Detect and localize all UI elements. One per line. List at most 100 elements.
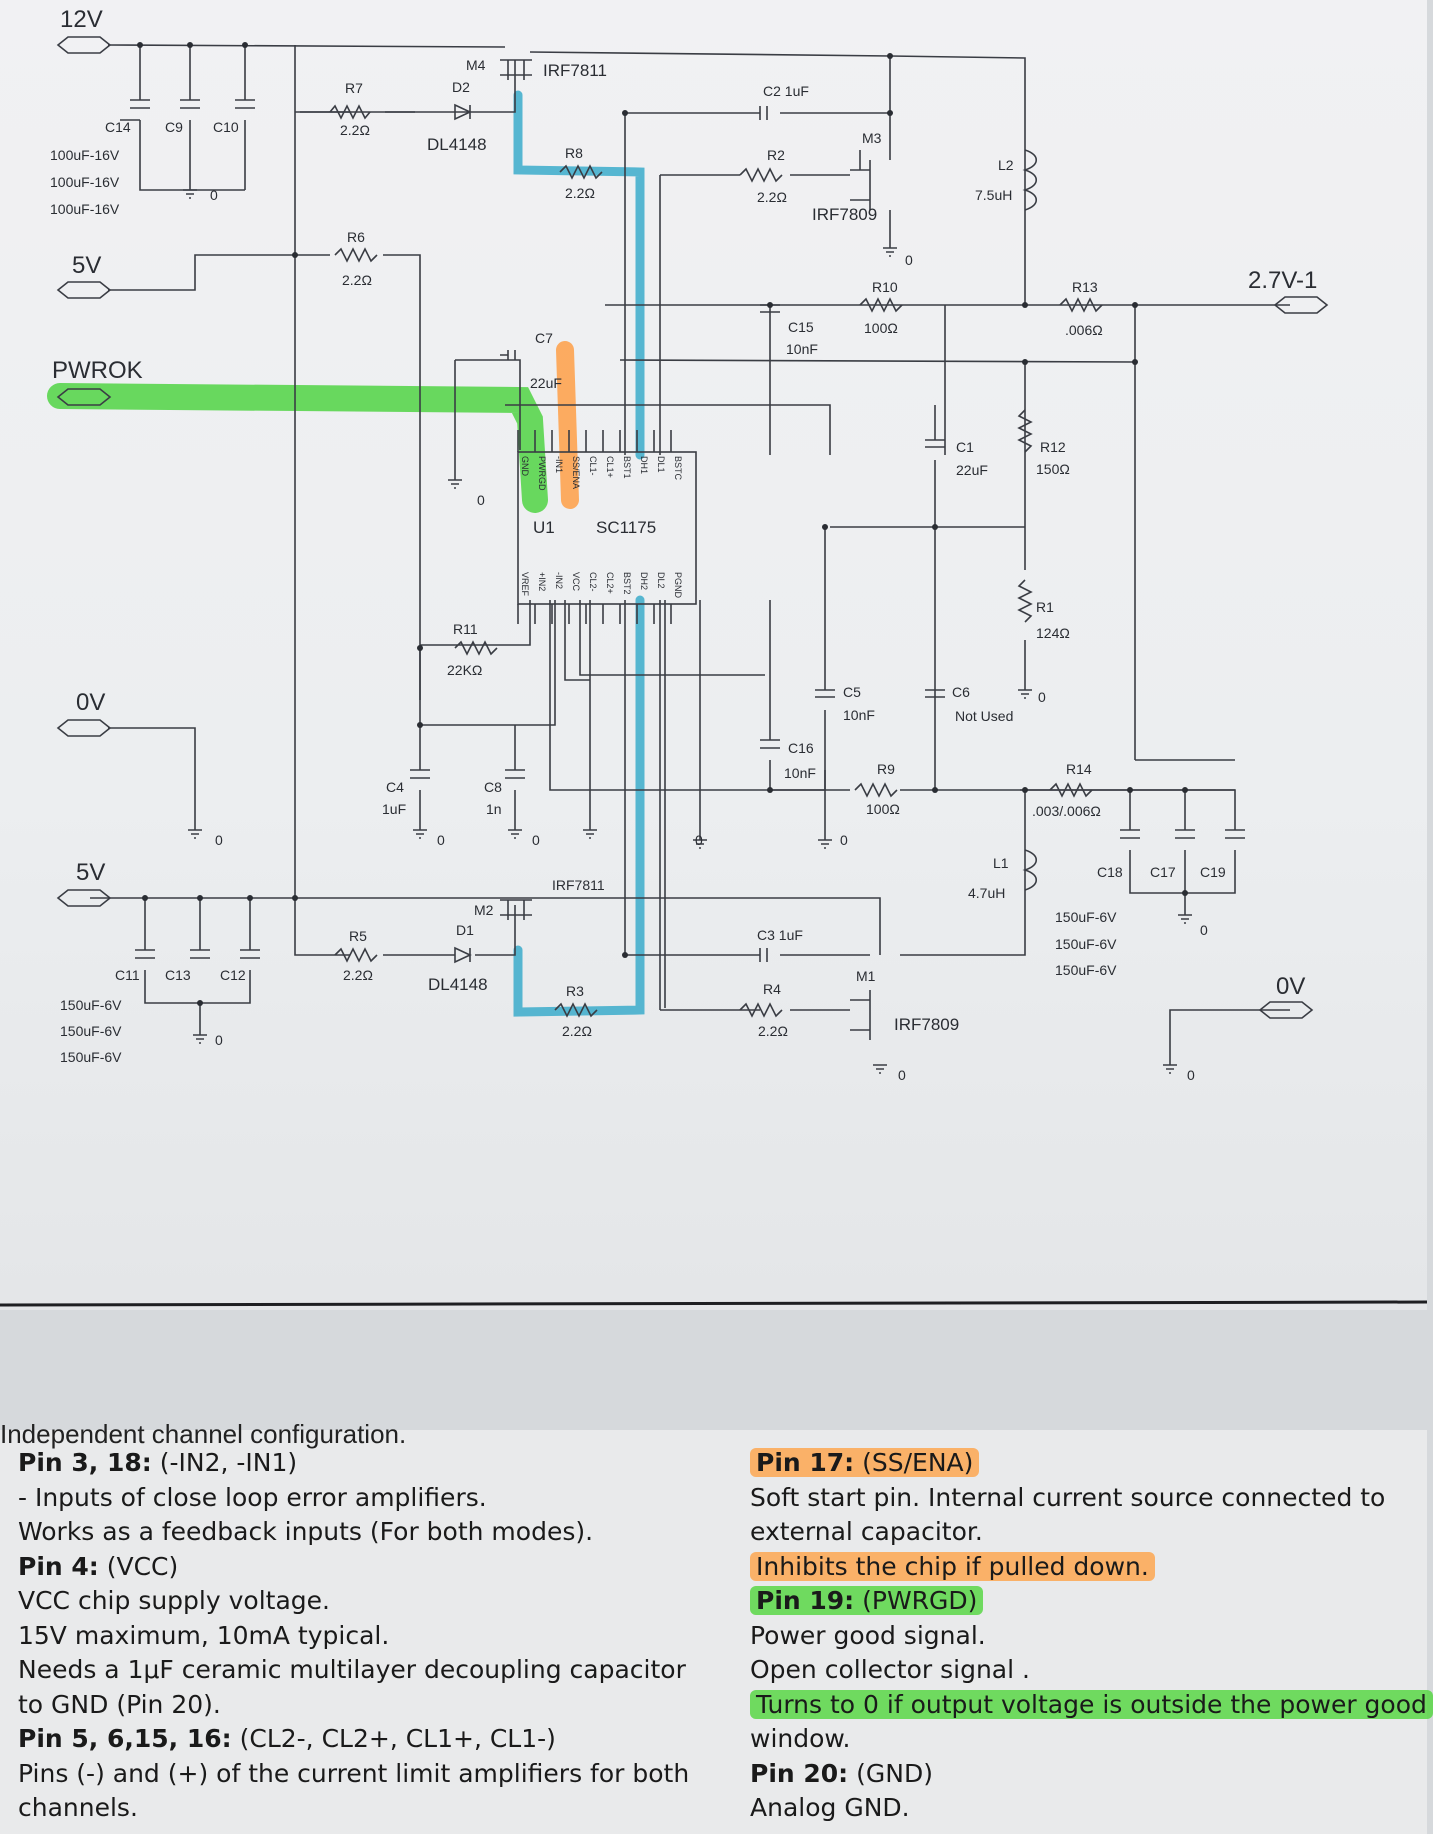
r4-label: R4 bbox=[763, 981, 781, 997]
cut-off-heading: Independent channel configuration. bbox=[0, 1419, 407, 1449]
r5-value: 2.2Ω bbox=[343, 967, 373, 983]
c4-c8-caps bbox=[410, 769, 525, 779]
gnd-label: 0 bbox=[215, 832, 223, 848]
pin-number: Pin 5, 6,15, 16: bbox=[18, 1724, 232, 1753]
port-0v-right-label: 0V bbox=[1276, 973, 1305, 1000]
pin-label: +IN2 bbox=[537, 572, 547, 591]
pin-label: CL1- bbox=[588, 456, 598, 476]
r14-resistor bbox=[1049, 782, 1093, 798]
d2-label: D2 bbox=[452, 79, 470, 95]
pin-label: BST1 bbox=[622, 456, 632, 479]
r12-label: R12 bbox=[1040, 439, 1066, 455]
d1-diode bbox=[454, 946, 472, 964]
u1-chip-body bbox=[517, 451, 697, 605]
pin-heading: Pin 17: (SS/ENA) bbox=[750, 1448, 980, 1477]
r13-value: .006Ω bbox=[1065, 322, 1103, 338]
irf7809-bottom-label: IRF7809 bbox=[894, 1015, 959, 1034]
datasheet-text-panel bbox=[0, 1430, 1427, 1834]
pin-label: VCC bbox=[571, 572, 581, 592]
pin-label: CL1+ bbox=[605, 456, 615, 478]
pin-heading: Pin 4: (VCC) bbox=[18, 1552, 178, 1581]
gnd-label: 0 bbox=[1038, 689, 1046, 705]
m4-mosfet bbox=[500, 59, 532, 80]
r9-resistor bbox=[854, 782, 898, 798]
r7-label: R7 bbox=[345, 80, 363, 96]
doc-line: Pin 3, 18: (-IN2, -IN1) bbox=[18, 1446, 689, 1481]
description-text: Works as a feedback inputs (For both mod… bbox=[18, 1517, 594, 1546]
output-caps bbox=[1120, 829, 1245, 839]
r11-label: R11 bbox=[453, 621, 478, 637]
description-text: 15V maximum, 10mA typical. bbox=[18, 1620, 390, 1650]
pin-signal: (SS/ENA) bbox=[854, 1448, 974, 1477]
gnd-label: 0 bbox=[840, 832, 848, 848]
c1-label: C1 bbox=[956, 439, 974, 455]
description-text: Turns to 0 if output voltage is outside … bbox=[750, 1689, 1433, 1719]
description-text: Analog GND. bbox=[750, 1793, 910, 1822]
r2-value: 2.2Ω bbox=[757, 189, 787, 205]
r8-resistor bbox=[559, 164, 603, 180]
pin-description-right-column: Pin 17: (SS/ENA) Soft start pin. Internal… bbox=[750, 1446, 1433, 1826]
r13-resistor bbox=[1059, 297, 1103, 313]
r13-label: R13 bbox=[1072, 279, 1098, 295]
doc-line: Pin 4: (VCC) bbox=[18, 1550, 689, 1585]
c4-label: C4 bbox=[386, 779, 404, 795]
r6-label: R6 bbox=[347, 229, 365, 245]
pin-label: -IN1 bbox=[554, 456, 564, 473]
m1-mosfet bbox=[850, 990, 871, 1040]
pin-label: SS/ENA bbox=[571, 456, 581, 489]
r12-resistor bbox=[1017, 409, 1033, 453]
r4-value: 2.2Ω bbox=[758, 1023, 788, 1039]
description-text: Power good signal. bbox=[750, 1620, 986, 1650]
pin-signal: (GND) bbox=[848, 1758, 933, 1788]
l2-inductor bbox=[1022, 149, 1038, 211]
c15-label: C15 bbox=[788, 319, 814, 335]
gnd-label: 0 bbox=[210, 187, 218, 203]
cap-top-2: 100uF-16V bbox=[50, 174, 120, 190]
pin-label: BSTC bbox=[673, 456, 683, 481]
l1-inductor bbox=[1022, 849, 1038, 891]
doc-line: Pin 20: (GND) bbox=[750, 1757, 1433, 1792]
c9-label: C9 bbox=[165, 119, 183, 135]
gnd-label: 0 bbox=[477, 492, 485, 508]
c13-label: C13 bbox=[165, 967, 191, 983]
description-text: window. bbox=[750, 1724, 851, 1753]
description-text: Pins (-) and (+) of the current limit am… bbox=[18, 1758, 690, 1788]
pin-description-left-column: Pin 3, 18: (-IN2, -IN1)- Inputs of close… bbox=[18, 1446, 689, 1826]
port-2v7-label: 2.7V-1 bbox=[1248, 267, 1317, 294]
c2-label: C2 1uF bbox=[763, 83, 809, 99]
c19-label: C19 bbox=[1200, 864, 1226, 880]
dh-highlight-blue bbox=[513, 90, 645, 1017]
description-text: Inhibits the chip if pulled down. bbox=[750, 1551, 1155, 1581]
cap-top-1: 100uF-16V bbox=[50, 147, 120, 163]
r10-label: R10 bbox=[872, 279, 898, 295]
pin-number: Pin 3, 18: bbox=[18, 1448, 152, 1477]
gnd-label: 0 bbox=[532, 832, 540, 848]
r1-value: 124Ω bbox=[1036, 625, 1070, 641]
r9-value: 100Ω bbox=[866, 801, 900, 817]
schematic-sheet: 12V 5V PWROK 0V 5V 2.7V-1 0V U1 SC1175 G… bbox=[0, 0, 1428, 1310]
c16-label: C16 bbox=[788, 740, 814, 756]
r4-resistor bbox=[739, 1002, 783, 1018]
r1-label: R1 bbox=[1036, 599, 1054, 615]
port-5v-top-label: 5V bbox=[72, 252, 101, 279]
c12-label: C12 bbox=[220, 967, 246, 983]
component-labels: M4 IRF7811 D2 DL4148 R7 2.2Ω R8 2.2Ω C2 … bbox=[50, 57, 1226, 1065]
cap-r-1: 150uF-6V bbox=[1055, 909, 1117, 925]
description-text: to GND (Pin 20). bbox=[18, 1689, 221, 1719]
pin-heading: Pin 20: (GND) bbox=[750, 1759, 933, 1788]
pin-signal: (-IN2, -IN1) bbox=[151, 1448, 298, 1477]
pin-number: Pin 17: bbox=[756, 1448, 855, 1477]
r8-value: 2.2Ω bbox=[565, 185, 595, 201]
pin-heading: Pin 3, 18: (-IN2, -IN1) bbox=[18, 1448, 297, 1477]
pwrok-highlight-green bbox=[47, 383, 548, 513]
ss-ena-highlight-orange bbox=[556, 341, 579, 509]
c11-label: C11 bbox=[115, 967, 140, 983]
pin-number: Pin 19: bbox=[756, 1586, 855, 1615]
c6-label: C6 bbox=[952, 684, 970, 700]
chip-ref: U1 bbox=[533, 518, 555, 537]
r14-label: R14 bbox=[1066, 761, 1092, 777]
gnd-label: 0 bbox=[898, 1067, 906, 1083]
chip-part: SC1175 bbox=[596, 518, 656, 537]
schematic-diagram: 12V 5V PWROK 0V 5V 2.7V-1 0V U1 SC1175 G… bbox=[0, 6, 1428, 1307]
doc-line: Soft start pin. Internal current source … bbox=[750, 1481, 1433, 1516]
